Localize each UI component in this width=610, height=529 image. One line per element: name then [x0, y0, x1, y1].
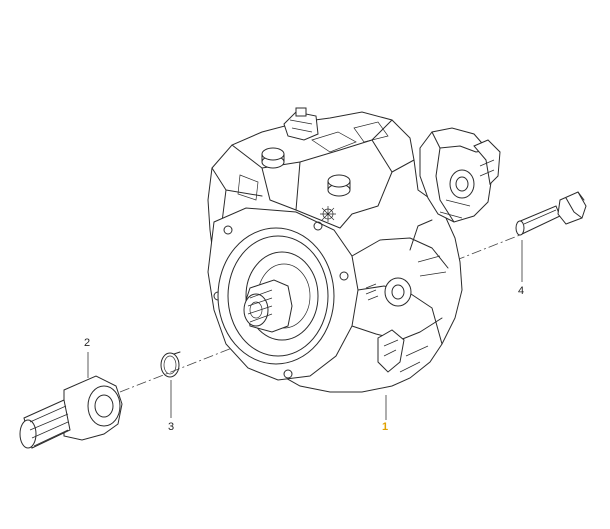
callout-2[interactable]: 2	[84, 337, 91, 349]
mounting-bolt	[515, 191, 587, 236]
high-pressure-pump-body	[207, 107, 501, 393]
drive-coupling	[19, 375, 123, 449]
callout-1[interactable]: 1	[382, 421, 389, 433]
callout-4[interactable]: 4	[518, 285, 525, 297]
retaining-ring	[160, 351, 181, 378]
callout-3[interactable]: 3	[168, 421, 175, 433]
